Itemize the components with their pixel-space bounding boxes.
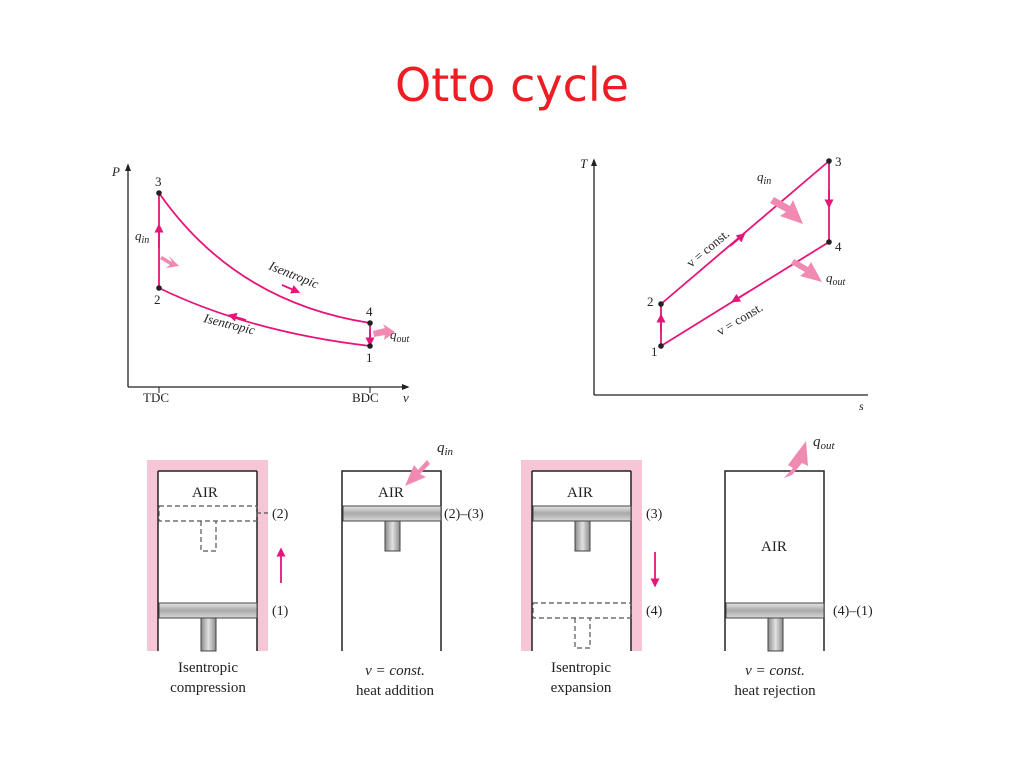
pv-point-2: [156, 285, 162, 291]
caption-line1: v = const.: [365, 663, 425, 679]
position-label: (4)–(1): [833, 604, 873, 619]
ts-heat-addition-line: [660, 160, 830, 305]
ts-point-3: [826, 158, 832, 164]
heat-in-arrow-icon: [405, 460, 430, 486]
caption-line2: expansion: [551, 680, 612, 696]
gas-label: AIR: [192, 485, 218, 501]
pv-point-4: [367, 320, 373, 326]
ts-qin-label: qin: [757, 169, 771, 187]
piston-rod: [384, 520, 401, 552]
piston-rod: [767, 617, 784, 652]
cylinder-compression: AIR (2) (1) Isentropic compression: [147, 460, 289, 696]
caption-line2: heat rejection: [734, 683, 816, 699]
tick-label-bdc: BDC: [352, 390, 379, 405]
ts-label-4: 4: [835, 239, 842, 254]
slide-title: Otto cycle: [395, 58, 629, 112]
pv-expansion-curve: [158, 192, 371, 324]
ts-diagram: T s 1 2 3 4 qin qout v = const.: [580, 154, 868, 413]
gas-label: AIR: [761, 539, 787, 555]
ts-label-1: 1: [651, 344, 658, 359]
position-bottom-label: (1): [272, 604, 289, 619]
ts-point-4: [826, 239, 832, 245]
pv-qin-label: qin: [135, 228, 149, 246]
cylinder-wall: [157, 470, 258, 651]
ts-point-1: [658, 343, 664, 349]
caption-line1: Isentropic: [551, 660, 611, 676]
piston-rod: [200, 617, 217, 652]
ts-label-2: 2: [647, 294, 654, 309]
caption-line1: Isentropic: [178, 660, 238, 676]
ts-point-2: [658, 301, 664, 307]
cylinder-expansion: AIR (3) (4) Isentropic expansion: [521, 460, 663, 696]
heat-label: qout: [813, 434, 836, 452]
ts-lower-line-label: v = const.: [714, 299, 765, 338]
ts-arrow-2-3: [729, 233, 746, 247]
ts-qout-arrow-icon: [791, 259, 822, 282]
tick-label-tdc: TDC: [143, 390, 169, 405]
pv-y-axis-label: P: [111, 164, 120, 179]
position-top-label: (2): [272, 507, 289, 522]
ts-x-axis-label: s: [859, 399, 864, 413]
gas-label: AIR: [567, 485, 593, 501]
heat-out-arrow-icon: [784, 441, 808, 478]
piston: [725, 602, 825, 619]
piston-ghost-top: [158, 505, 258, 522]
ts-qout-label: qout: [826, 270, 846, 288]
piston-ghost-bottom: [532, 602, 632, 619]
ts-y-axis-label: T: [580, 156, 588, 171]
piston-rod: [574, 520, 591, 552]
piston: [158, 602, 258, 619]
pv-qout-label: qout: [390, 327, 410, 345]
caption-line2: heat addition: [356, 683, 434, 699]
pv-x-axis-label: v: [403, 390, 409, 405]
ts-label-3: 3: [835, 154, 842, 169]
piston: [532, 505, 632, 522]
pv-label-1: 1: [366, 350, 373, 365]
pv-lower-curve-label: Isentropic: [201, 310, 256, 337]
caption-line2: compression: [170, 680, 246, 696]
cylinder-wall: [531, 470, 632, 651]
pv-compression-curve: [158, 287, 371, 347]
cylinder-heat-rejection: AIR qout (4)–(1) v = const. heat rejecti…: [724, 434, 873, 699]
caption-line1: v = const.: [745, 663, 805, 679]
pv-point-3: [156, 190, 162, 196]
position-bottom-label: (4): [646, 604, 663, 619]
pv-arrow-3-4: [281, 284, 301, 294]
pv-label-4: 4: [366, 304, 373, 319]
cylinder-heat-addition: AIR qin (2)–(3) v = const. heat addition: [341, 440, 484, 699]
heat-label: qin: [437, 440, 454, 458]
pv-arrow-1-2: [227, 312, 247, 322]
pv-label-3: 3: [155, 174, 162, 189]
rod-ghost: [574, 618, 591, 649]
position-top-label: (3): [646, 507, 663, 522]
pv-upper-curve-label: Isentropic: [266, 257, 321, 291]
piston: [342, 505, 442, 522]
ts-qin-arrow-icon: [770, 197, 803, 224]
pv-point-1: [367, 343, 373, 349]
position-label: (2)–(3): [444, 507, 484, 522]
rod-ghost: [200, 521, 217, 552]
pv-diagram: P v TDC BDC 3 2 4 1 qin: [111, 163, 410, 405]
cylinder-wall: [724, 470, 825, 651]
gas-label: AIR: [378, 485, 404, 501]
pv-qout-arrow-icon: [373, 324, 395, 340]
ts-arrow-4-1: [731, 291, 749, 303]
pv-label-2: 2: [154, 292, 161, 307]
cylinder-wall: [341, 470, 442, 651]
pv-qin-arrow-icon: [160, 256, 179, 268]
